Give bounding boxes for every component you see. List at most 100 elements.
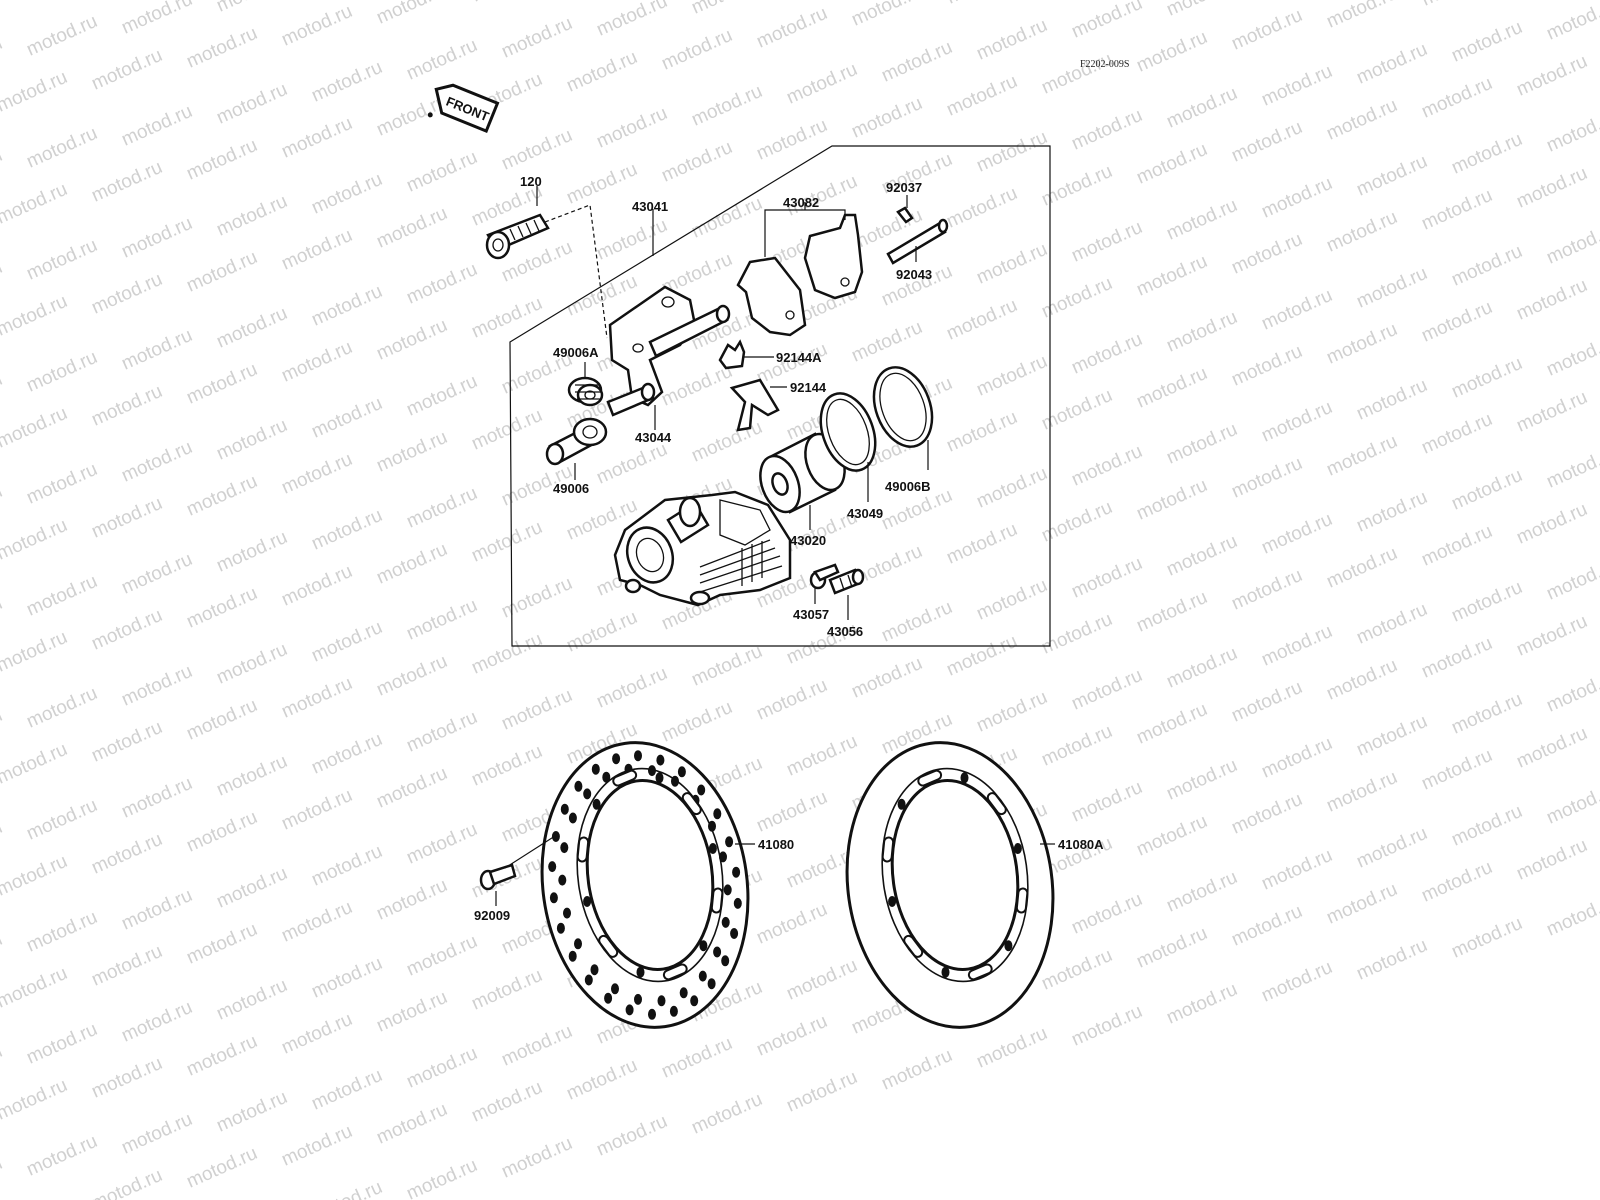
watermark-text: motod.ru [88, 493, 165, 543]
disc-drill-hole [656, 754, 665, 766]
watermark-text: motod.ru [563, 607, 640, 657]
watermark-text: motod.ru [1543, 219, 1600, 269]
watermark-text: motod.ru [1258, 957, 1335, 1007]
label-92009: 92009 [474, 908, 510, 923]
disc-slot [612, 769, 638, 787]
watermark-text: motod.ru [0, 145, 6, 195]
seal-43049 [819, 392, 877, 472]
watermark-text: motod.ru [1353, 711, 1430, 761]
watermark-text: motod.ru [373, 0, 450, 29]
watermark-text: motod.ru [1323, 767, 1400, 817]
watermark-text: motod.ru [1258, 733, 1335, 783]
watermark-text: motod.ru [118, 0, 195, 39]
brake-disc-41080A [845, 741, 1055, 1029]
disc-drill-hole [583, 788, 592, 800]
watermark-text: motod.ru [118, 997, 195, 1047]
watermark-text: motod.ru [783, 59, 860, 109]
disc-drill-hole [721, 955, 730, 967]
watermark-text: motod.ru [373, 315, 450, 365]
disc-mount-hole [1013, 843, 1022, 854]
watermark-text: motod.ru [468, 741, 545, 791]
watermark-text: motod.ru [373, 651, 450, 701]
disc-slot [1015, 887, 1029, 914]
watermark-text: motod.ru [0, 481, 6, 531]
watermark-text: motod.ru [1448, 353, 1525, 403]
disc-drill-hole [708, 820, 716, 832]
label-43057: 43057 [793, 607, 829, 622]
disc-drill-hole [690, 995, 699, 1007]
leader-120-dash [544, 204, 608, 339]
watermark-text: motod.ru [688, 81, 765, 131]
cap-43057 [809, 563, 840, 590]
watermark-text: motod.ru [308, 57, 385, 107]
watermark-text: motod.ru [1513, 835, 1590, 885]
disc-drill-hole [634, 750, 642, 762]
disc-slot [967, 963, 993, 981]
watermark-text: motod.ru [1133, 699, 1210, 749]
watermark-text: motod.ru [278, 1, 355, 51]
watermark-text: motod.ru [23, 11, 100, 61]
watermark-text: motod.ru [278, 785, 355, 835]
screw-92009 [479, 863, 517, 891]
watermark-text: motod.ru [1068, 0, 1145, 43]
caliper-body [613, 490, 792, 607]
pin-92043 [886, 218, 949, 265]
disc-drill-hole [560, 803, 569, 815]
watermark-text: motod.ru [278, 113, 355, 163]
watermark-text: motod.ru [183, 919, 260, 969]
watermark-text: motod.ru [1163, 419, 1240, 469]
watermark-text: motod.ru [943, 407, 1020, 457]
watermark-text: motod.ru [1543, 0, 1600, 45]
watermark-text: motod.ru [183, 247, 260, 297]
watermark-text: motod.ru [88, 1165, 165, 1200]
spring-plate-92144 [729, 378, 780, 432]
watermark-text: motod.ru [118, 773, 195, 823]
disc-mount-hole [699, 940, 708, 952]
watermark-text: motod.ru [1258, 61, 1335, 111]
watermark-text: motod.ru [1163, 0, 1240, 21]
watermark-text: motod.ru [1163, 755, 1240, 805]
disc-drill-hole [732, 866, 741, 878]
watermark-text: motod.ru [1543, 779, 1600, 829]
watermark-text: motod.ru [1418, 185, 1495, 235]
watermark-text: motod.ru [23, 235, 100, 285]
watermark-text: motod.ru [1418, 297, 1495, 347]
clip-92037 [896, 206, 914, 224]
watermark-text: motod.ru [498, 13, 575, 63]
watermark-text: motod.ru [118, 885, 195, 935]
watermark-text: motod.ru [403, 35, 480, 85]
watermark-text: motod.ru [1068, 1001, 1145, 1051]
watermark-text: motod.ru [1068, 777, 1145, 827]
watermark-text: motod.ru [0, 817, 6, 867]
watermark-text: motod.ru [593, 1111, 670, 1161]
watermark-text: motod.ru [973, 351, 1050, 401]
watermark-text: motod.ru [403, 371, 480, 421]
watermark-text: motod.ru [183, 1031, 260, 1081]
disc-slot [710, 887, 724, 914]
watermark-text: motod.ru [1163, 531, 1240, 581]
watermark-text: motod.ru [1543, 891, 1600, 941]
label-92144A: 92144A [776, 350, 822, 365]
disc-drill-hole [604, 992, 613, 1004]
watermark-text: motod.ru [1418, 73, 1495, 123]
watermark-text: motod.ru [1448, 129, 1525, 179]
watermark-text: motod.ru [468, 1077, 545, 1127]
watermark-text: motod.ru [973, 1023, 1050, 1073]
watermark-text: motod.ru [0, 33, 6, 83]
watermark-text: motod.ru [373, 539, 450, 589]
watermark-text: motod.ru [308, 393, 385, 443]
watermark-text: motod.ru [878, 597, 955, 647]
watermark-text: motod.ru [0, 1041, 6, 1091]
watermark-text: motod.ru [1418, 633, 1495, 683]
watermark-text: motod.ru [0, 369, 6, 419]
watermark-text: motod.ru [183, 135, 260, 185]
watermark-text: motod.ru [23, 571, 100, 621]
watermark-text: motod.ru [973, 239, 1050, 289]
disc-drill-hole [591, 763, 600, 775]
watermark-text: motod.ru [1448, 913, 1525, 963]
disc-drill-hole [648, 765, 656, 777]
watermark-text: motod.ru [1543, 331, 1600, 381]
watermark-text: motod.ru [1513, 387, 1590, 437]
watermark-text: motod.ru [1258, 509, 1335, 559]
watermark-text: motod.ru [1323, 319, 1400, 369]
